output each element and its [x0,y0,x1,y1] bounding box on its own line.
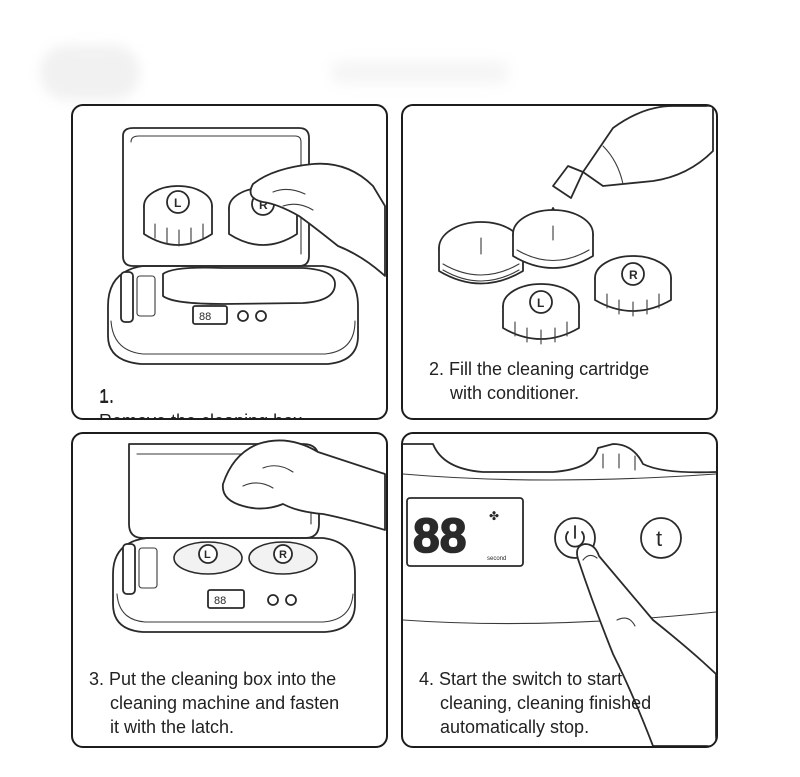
right-cap-label: R [279,549,287,561]
step-1-caption-text: 1. Remove the cleaning box [99,385,302,418]
display-unit: second [487,556,506,562]
step-number: 1. [99,386,115,406]
display-screen [192,305,228,325]
step-1-caption: 1. [99,384,114,408]
step-panel-2: L R 2. Fill the cleaning cartridge with … [401,104,718,420]
step-3-illustration: L R 88 [112,439,386,633]
background-smudge [330,60,510,85]
power-icon [565,531,585,548]
left-cap-marker [166,190,190,214]
step-4-line-2: cleaning, cleaning finished [440,693,652,713]
timer-button[interactable] [640,517,682,559]
step-2-line-1: Fill the cleaning cartridge [449,359,650,379]
display-digits: 88 [413,510,466,563]
step-3-caption: 3. Put the cleaning box into the cleanin… [89,667,339,739]
display-screen [207,589,245,609]
display-digits: 88 [199,311,211,323]
step-1-number: 1. [99,387,115,407]
display-digits: 88 [214,595,226,607]
step-3-number: 3. [89,669,105,689]
step-2-line-2: with conditioner. [450,383,580,403]
timer-button-label: t [656,526,662,551]
left-cap-label: L [537,296,544,310]
step-4-line-1: Start the switch to start [439,669,623,689]
right-cap-label: R [259,198,268,212]
step-2-illustration: L R [438,106,714,345]
step-2-number: 2. [429,359,445,379]
step-3-line-2: cleaning machine and fasten [110,693,340,713]
display-icon: ✤ [489,509,499,523]
step-4-caption: 4. Start the switch to start cleaning, c… [419,667,651,739]
step-panel-4: 88 ✤ second t 4. Start the switch to sta… [401,432,718,748]
step-1-line-1: Remove the cleaning box [99,411,302,418]
step-4-number: 4. [419,669,435,689]
left-cap-label: L [204,549,211,561]
left-cap-label: L [174,196,181,210]
background-smudge [40,45,140,100]
step-3-line-3: it with the latch. [110,717,235,737]
step-4-illustration: 88 ✤ second t [403,443,716,746]
step-3-line-1: Put the cleaning box into the [109,669,337,689]
step-panel-3: L R 88 3. Put the cleaning box into the … [71,432,388,748]
display-window [406,497,524,567]
step-2-caption: 2. Fill the cleaning cartridge with cond… [429,357,649,405]
step-4-line-3: automatically stop. [440,717,590,737]
right-cap-label: R [629,268,638,282]
step-1-illustration: 88 L R [107,127,386,365]
step-panel-1: 88 L R 1. 1. Remove the cleaning box [71,104,388,420]
